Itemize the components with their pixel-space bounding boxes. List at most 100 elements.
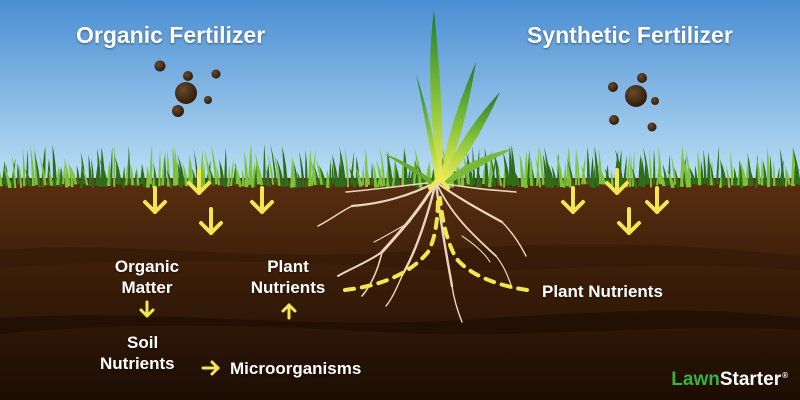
down-arrow	[187, 168, 211, 195]
down-arrow	[617, 207, 641, 235]
grass-blade	[276, 157, 285, 187]
grass-blade	[107, 159, 111, 187]
grass-blade	[130, 162, 135, 186]
grass-blade	[666, 169, 675, 188]
grass-blade	[720, 159, 726, 187]
grass-blade	[685, 149, 692, 188]
pellet	[183, 71, 193, 81]
grass-blade	[631, 166, 638, 188]
grass-blade	[39, 155, 47, 186]
grass-blade	[756, 156, 761, 185]
pellet	[211, 69, 221, 79]
grass-blade	[513, 168, 521, 188]
grass-blade	[379, 146, 386, 187]
grass-blade	[91, 157, 95, 188]
grass-blade	[62, 162, 66, 185]
grass-blade	[392, 153, 397, 188]
grass-blade	[610, 170, 614, 187]
grass-blade	[293, 161, 299, 188]
organic-matter-label: Organic Matter	[104, 256, 190, 298]
grass-blade	[265, 168, 272, 187]
grass-blade	[24, 168, 32, 187]
grass-blade	[59, 166, 63, 187]
grass-blade	[746, 159, 749, 186]
grass-blade	[689, 167, 696, 185]
grass-blade	[34, 151, 41, 188]
grass-blade	[153, 162, 158, 188]
down-arrow	[199, 207, 223, 235]
grass-blade	[641, 156, 645, 187]
grass-blade	[116, 162, 119, 185]
grass-blade	[535, 155, 542, 188]
grass-blade	[177, 154, 185, 185]
grass-blade	[643, 147, 650, 185]
microorganisms-to-plant-nutrients-arrow	[281, 303, 297, 320]
grass-blade	[566, 145, 570, 187]
grass-blade	[476, 165, 482, 188]
synthetic-fertilizer-title: Synthetic Fertilizer	[527, 22, 733, 48]
grass-blade	[270, 142, 278, 185]
grass-blade	[703, 149, 707, 185]
grass-blade	[267, 151, 275, 185]
grass-blade	[299, 151, 305, 187]
grass-blade	[694, 164, 698, 185]
grass-blade	[344, 145, 350, 188]
grass-blade	[18, 162, 23, 188]
grass-blade	[489, 153, 497, 187]
grass-blade	[785, 165, 788, 187]
plant-nutrients-right-label: Plant Nutrients	[542, 282, 663, 301]
grass-blade	[575, 150, 578, 186]
process-arrows	[139, 300, 297, 376]
grass-blade	[311, 149, 316, 186]
grass-blade	[386, 151, 393, 187]
grass-blade	[204, 150, 212, 185]
down-arrow	[143, 186, 167, 214]
grass-blade	[373, 162, 378, 188]
grass-blade	[503, 152, 510, 186]
grass-blade	[594, 145, 600, 187]
grass-blade	[551, 165, 558, 186]
grass-blade	[510, 168, 519, 185]
grass-blade	[524, 150, 529, 188]
grass-blade	[657, 169, 666, 187]
grass-blade	[146, 165, 150, 188]
grass-blade	[338, 161, 342, 188]
grass-blade	[697, 150, 702, 186]
down-arrow	[605, 168, 629, 195]
grass-blade	[590, 155, 594, 188]
plant-uptake-arrow	[428, 176, 450, 190]
grass-blade	[395, 162, 398, 188]
left-nutrient-path	[343, 194, 440, 292]
grass-blade	[707, 151, 711, 186]
grass-blade	[673, 167, 680, 188]
grass-blade	[2, 160, 6, 185]
grass-blade	[283, 169, 290, 187]
grass-blade	[794, 164, 798, 185]
pellet	[204, 96, 212, 104]
grass-blade	[224, 147, 227, 187]
grass-blade	[69, 164, 78, 185]
soil-nutrients-label: Soil Nutrients	[100, 332, 175, 374]
grass-blade	[166, 169, 173, 188]
grass-blade	[263, 143, 266, 185]
pellet	[647, 122, 657, 132]
grass-blade	[376, 159, 384, 187]
pellet	[651, 97, 659, 105]
grass-blade	[339, 145, 347, 187]
grass-blade	[544, 146, 551, 188]
grass-blade	[769, 154, 773, 186]
grass-blade	[682, 154, 690, 188]
grass-blade	[567, 158, 575, 188]
grass-blade	[114, 155, 122, 185]
grass-blade	[113, 144, 116, 187]
grass-blade	[725, 164, 731, 188]
grass-blade	[563, 161, 567, 188]
grass-blade	[125, 159, 129, 186]
grass-blade	[255, 159, 264, 185]
grass-blade	[177, 162, 183, 188]
organic-fertilizer-pellets	[154, 60, 221, 117]
sky	[0, 0, 800, 185]
grass-blade	[587, 146, 591, 185]
grass-blade	[68, 161, 74, 188]
plant-nutrients-left-label: Plant Nutrients	[240, 256, 336, 298]
